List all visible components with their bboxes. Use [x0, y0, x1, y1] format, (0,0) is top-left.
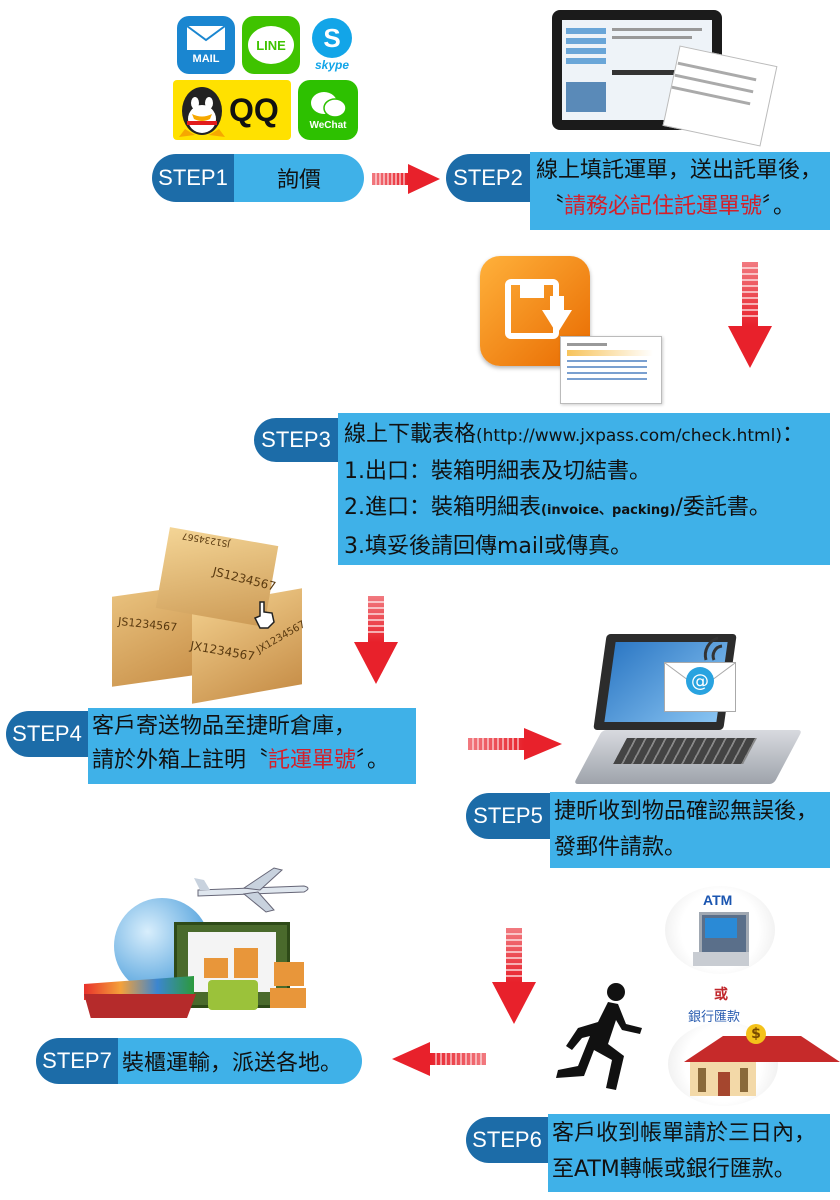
ship-icon: [84, 994, 196, 1018]
atm-label: ATM: [703, 892, 733, 908]
skype-icon-label: skype: [314, 58, 350, 72]
step3-line3-small: (invoice、packing): [541, 503, 676, 518]
step3-line1: 線上下載表格(http://www.jxpass.com/check.html)…: [344, 417, 830, 454]
qq-icon: QQ: [173, 80, 291, 140]
svg-text:@: @: [691, 671, 709, 692]
step2-highlight: 請務必記住託運單號: [564, 194, 763, 219]
email-icon: @: [664, 662, 736, 712]
shipping-illustration: [84, 862, 320, 1032]
step1-text: 詢價: [234, 154, 364, 202]
step4-line1: 客戶寄送物品至捷昕倉庫，: [92, 714, 357, 739]
arrow-step2-to-step3: [728, 262, 772, 368]
step6-line1: 客戶收到帳單請於三日內，: [552, 1121, 817, 1146]
step5-line1: 捷昕收到物品確認無誤後，: [554, 799, 819, 824]
step7-text: 裝櫃運輸，派送各地。: [118, 1038, 362, 1084]
step5-box: 捷昕收到物品確認無誤後， 發郵件請款。: [550, 792, 830, 868]
skype-icon: S skype: [307, 16, 357, 74]
step4-line2-a: 請於外箱上註明〝: [92, 748, 269, 773]
arrow-step1-to-step2: [372, 164, 440, 194]
step5-line2: 發郵件請款。: [554, 835, 687, 860]
arrow-step4-to-step5: [468, 728, 562, 760]
atm-illustration: ATM: [665, 886, 777, 976]
step3-box: 線上下載表格(http://www.jxpass.com/check.html)…: [338, 413, 830, 565]
step6-line2: 至ATM轉帳或銀行匯款。: [552, 1157, 796, 1182]
wechat-icon: WeChat: [298, 80, 358, 140]
step4-highlight: 託運單號: [268, 748, 357, 773]
wechat-icon-label: WeChat: [309, 119, 347, 131]
step3-label: STEP3: [254, 418, 338, 462]
boxes-illustration: JS1234567 JS1234567 JX1234567 JX1234567 …: [112, 527, 312, 704]
step5-label: STEP5: [466, 793, 550, 839]
download-illustration: [480, 256, 662, 406]
runner-icon: [556, 983, 642, 1090]
step4-box: 客戶寄送物品至捷昕倉庫， 請於外箱上註明〝託運單號〞。: [88, 708, 416, 784]
step3-line3-a: 2.進口：裝箱明細表: [344, 495, 541, 520]
payment-bank-label: 銀行匯款: [688, 1010, 741, 1025]
step3-colon: ：: [781, 422, 804, 447]
step3-line3-b: /委託書。: [675, 495, 771, 520]
tablet-illustration: [552, 10, 782, 147]
step4-label: STEP4: [6, 711, 88, 757]
dollar-icon: $: [746, 1024, 766, 1044]
signal-waves-icon: [703, 636, 723, 661]
hand-cursor-icon: [253, 601, 275, 629]
step2-line1: 線上填託運單，送出託單後，: [536, 158, 823, 183]
mail-icon-label: MAIL: [192, 53, 220, 65]
step4-line2-b: 〞。: [356, 748, 390, 773]
step7-label: STEP7: [36, 1038, 118, 1084]
step2-quote-close: 〞。: [762, 194, 796, 219]
step1-label: STEP1: [152, 154, 234, 202]
step3-line3: 2.進口：裝箱明細表(invoice、packing)/委託書。: [344, 490, 830, 529]
step2-label: STEP2: [446, 154, 530, 202]
arrow-step6-to-step7: [392, 1042, 486, 1076]
qq-icon-label: QQ: [229, 91, 279, 128]
arrow-step5-to-step6: [492, 928, 536, 1024]
step3-line4: 3.填妥後請回傳mail或傳真。: [344, 534, 633, 559]
step2-quote-open: 〝: [542, 194, 565, 219]
step6-label: STEP6: [466, 1117, 548, 1163]
mail-icon: MAIL: [177, 16, 235, 74]
step4-line2: 請於外箱上註明〝託運單號〞。: [92, 744, 416, 778]
payment-or: 或: [714, 987, 728, 1003]
forklift-icon: [208, 980, 258, 1010]
laptop-illustration: @: [573, 620, 803, 790]
airplane-icon: [194, 867, 309, 913]
line-icon-label: LINE: [248, 26, 294, 64]
step3-line1-text: 線上下載表格: [344, 422, 477, 447]
step3-line2: 1.出口：裝箱明細表及切結書。: [344, 459, 651, 484]
step2-box: 線上填託運單，送出託單後， 〝請務必記住託運單號〞。: [530, 152, 830, 230]
step3-url: (http://www.jxpass.com/check.html): [476, 426, 782, 446]
arrow-step3-to-step4: [354, 596, 398, 684]
bank-illustration: $: [668, 1022, 840, 1108]
line-icon: LINE: [242, 16, 300, 74]
step2-line2: 〝請務必記住託運單號〞。: [536, 192, 830, 222]
step6-box: 客戶收到帳單請於三日內， 至ATM轉帳或銀行匯款。: [548, 1114, 830, 1192]
